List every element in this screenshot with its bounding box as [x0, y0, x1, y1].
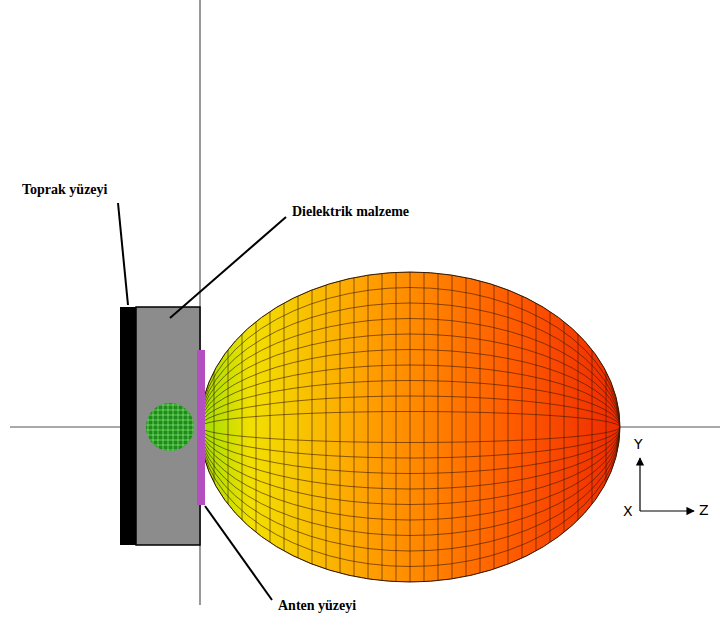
- part-label: Dielektrik malzeme: [292, 204, 409, 219]
- grid-stroke: [178, 400, 179, 454]
- grid-stroke: [144, 420, 196, 421]
- grid-stroke: [193, 400, 194, 454]
- grid-stroke: [354, 270, 355, 584]
- feed-grid: [144, 400, 196, 454]
- grid-stroke: [144, 435, 196, 436]
- grid-stroke: [578, 270, 579, 584]
- ground-plane: [120, 307, 136, 545]
- grid-stroke: [326, 270, 327, 584]
- grid-stroke: [466, 270, 467, 584]
- grid-stroke: [382, 270, 383, 584]
- grid-stroke: [148, 400, 149, 454]
- y-arrow: [639, 458, 640, 511]
- grid-stroke: [214, 270, 215, 584]
- leader-line: [170, 217, 286, 318]
- grid-stroke: [200, 396, 620, 458]
- grid-stroke: [452, 270, 453, 584]
- grid-stroke: [494, 270, 495, 584]
- axis-label: Z: [699, 503, 709, 518]
- dielectric-block: [136, 307, 200, 545]
- grid-stroke: [270, 270, 271, 584]
- grid-stroke: [340, 270, 341, 584]
- leader-line: [118, 203, 128, 305]
- grid-stroke: [183, 400, 184, 454]
- grid-stroke: [256, 270, 257, 584]
- grid-stroke: [200, 365, 620, 489]
- grid-stroke: [163, 400, 164, 454]
- part-label: Anten yüzeyi: [278, 598, 356, 613]
- grid-stroke: [200, 288, 620, 567]
- grid-stroke: [606, 270, 607, 584]
- grid-stroke: [396, 270, 397, 584]
- grid-stroke: [200, 412, 620, 443]
- grid-stroke: [144, 405, 196, 406]
- grid-stroke: [144, 445, 196, 446]
- antenna-patch: [197, 350, 205, 505]
- grid-stroke: [200, 381, 620, 474]
- grid-stroke: [168, 400, 169, 454]
- grid-stroke: [410, 270, 411, 584]
- axis-label: Y: [634, 437, 643, 452]
- grid-stroke: [173, 400, 174, 454]
- grid-stroke: [298, 270, 299, 584]
- grid-stroke: [144, 425, 196, 426]
- grid-stroke: [424, 270, 425, 584]
- grid-stroke: [158, 400, 159, 454]
- grid-stroke: [536, 270, 537, 584]
- grid-stroke: [200, 319, 620, 536]
- grid-stroke: [522, 270, 523, 584]
- grid-stroke: [242, 270, 243, 584]
- leader-line: [205, 506, 272, 600]
- grid-stroke: [284, 270, 285, 584]
- grid-stroke: [438, 270, 439, 584]
- grid-stroke: [188, 400, 189, 454]
- grid-stroke: [200, 272, 620, 582]
- grid-stroke: [153, 400, 154, 454]
- grid-stroke: [368, 270, 369, 584]
- grid-stroke: [200, 303, 620, 551]
- grid-stroke: [144, 430, 196, 431]
- grid-stroke: [144, 410, 196, 411]
- grid-stroke: [564, 270, 565, 584]
- grid-stroke: [200, 350, 620, 505]
- grid-stroke: [144, 415, 196, 416]
- z-arrow: [640, 510, 694, 511]
- grid-stroke: [480, 270, 481, 584]
- grid-stroke: [592, 270, 593, 584]
- lobe-outline: [200, 272, 620, 582]
- grid-stroke: [144, 450, 196, 451]
- grid-stroke: [550, 270, 551, 584]
- part-label: Toprak yüzeyi: [22, 182, 107, 197]
- axis-label: X: [623, 504, 633, 519]
- grid-stroke: [144, 440, 196, 441]
- lobe-grid: [200, 270, 620, 584]
- grid-stroke: [200, 334, 620, 520]
